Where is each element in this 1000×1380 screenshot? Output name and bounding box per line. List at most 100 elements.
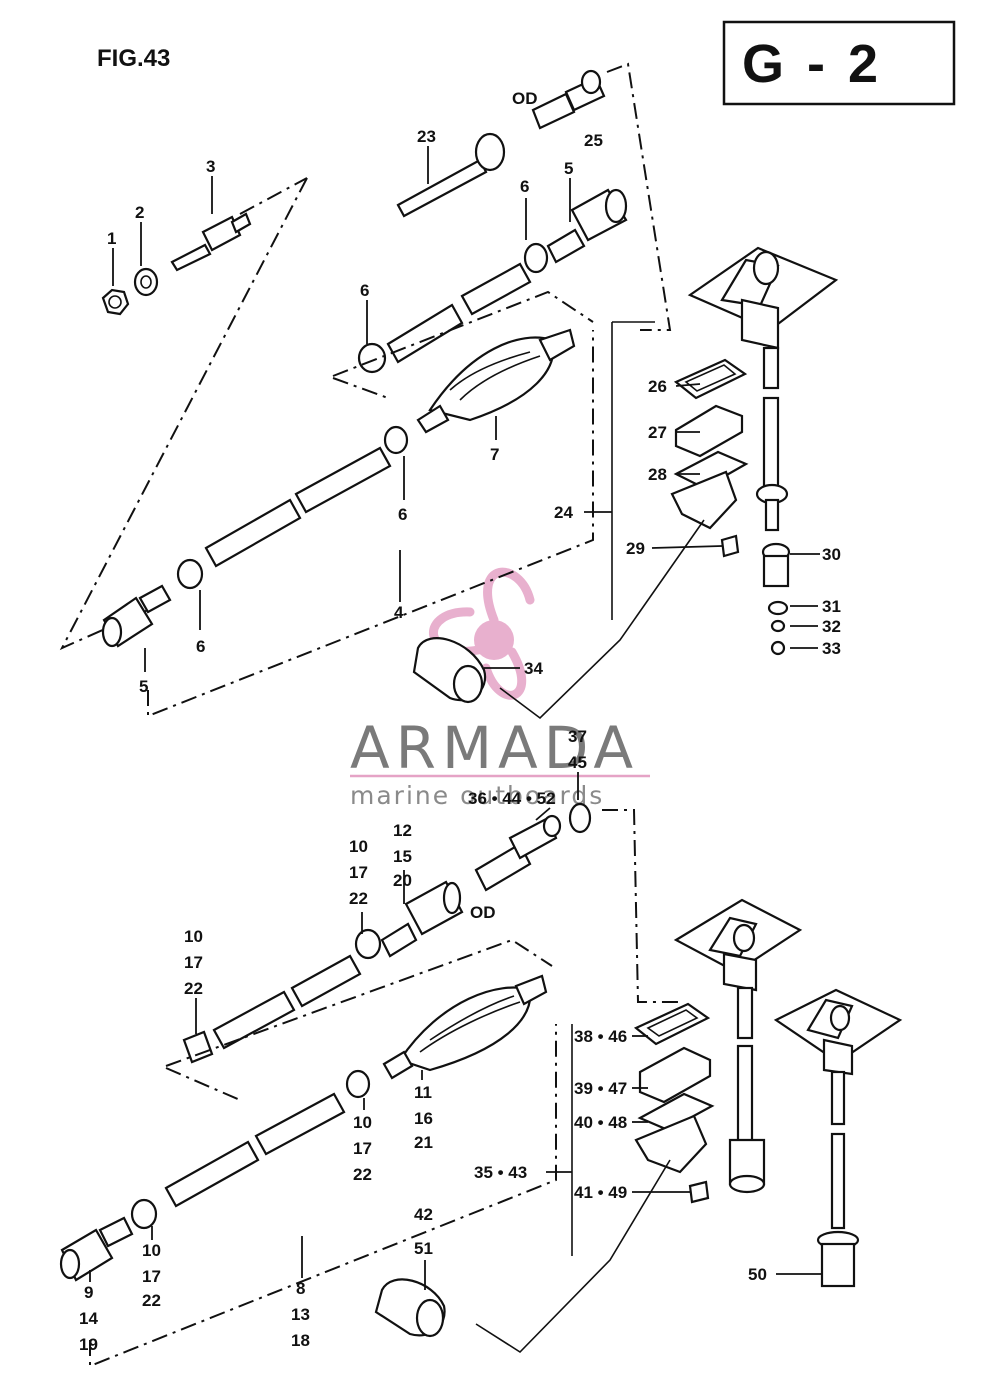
callout-50: 50	[748, 1265, 767, 1284]
part-37-washer	[568, 802, 592, 834]
callout-10-c: 10	[353, 1113, 372, 1132]
bulb-bracket-top	[332, 290, 594, 377]
callout-22-d: 22	[142, 1291, 161, 1310]
callout-17-a: 17	[349, 863, 368, 882]
part-1-nut	[101, 288, 130, 316]
callout-30: 30	[822, 545, 841, 564]
callout-33: 33	[822, 639, 841, 658]
callout-labels: 1 2 3 23 6 5 25 6 7 6 4 6 5 26 27 28 24 …	[79, 127, 841, 1354]
callout-39-47: 39 • 47	[574, 1079, 627, 1098]
part-35-fuel-gauge-assy-lower	[673, 898, 803, 1194]
part-23-pin	[396, 132, 506, 218]
callout-27: 27	[648, 423, 667, 442]
part-32-clip	[770, 619, 786, 633]
bulb-bracket-bottom	[332, 377, 389, 399]
callout-25: 25	[584, 131, 603, 150]
callout-10-d: 10	[142, 1241, 161, 1260]
part-39-cover	[638, 1046, 712, 1104]
callout-26: 26	[648, 377, 667, 396]
watermark-tagline: marine outboards	[350, 781, 604, 810]
callout-37: 37	[568, 727, 587, 746]
part-17-hose-upper	[212, 954, 362, 1050]
float-arm-lower	[475, 1159, 671, 1354]
callout-10-b: 10	[184, 927, 203, 946]
callout-24: 24	[554, 503, 573, 522]
callout-15: 15	[393, 847, 412, 866]
callout-5-top: 5	[564, 159, 573, 178]
part-10-clip-bulb	[345, 1069, 371, 1099]
part-40-plate	[634, 1092, 715, 1174]
section-code-box	[722, 20, 956, 106]
part-5-hose-connector-top	[546, 188, 628, 264]
callout-2: 2	[135, 203, 144, 222]
assembly-bracket-line-top	[239, 177, 308, 215]
callout-12: 12	[393, 821, 412, 840]
callout-17-b: 17	[184, 953, 203, 972]
part-26-gasket	[673, 358, 748, 400]
figure-number: FIG.43	[97, 45, 170, 72]
part-42-float-lower	[374, 1278, 446, 1338]
part-4-bracket-line	[147, 330, 594, 718]
callout-9: 9	[84, 1283, 93, 1302]
bulb-bracket-lower-bottom	[165, 1067, 241, 1101]
callout-6-bulb: 6	[398, 505, 407, 524]
part-28-plate	[670, 450, 749, 530]
part-24-fuel-gauge-assy	[687, 246, 839, 532]
callout-31: 31	[822, 597, 841, 616]
part-11-primer-bulb-lower	[382, 974, 548, 1080]
callout-22-a: 22	[349, 889, 368, 908]
part-50-sender-unit	[773, 988, 903, 1288]
callout-32: 32	[822, 617, 841, 636]
callout-42: 42	[414, 1205, 433, 1224]
part-10-clip-lower-end	[130, 1198, 158, 1230]
part-7-primer-bulb	[416, 328, 576, 434]
callout-22-c: 22	[353, 1165, 372, 1184]
callout-40-48: 40 • 48	[574, 1113, 627, 1132]
callout-16: 16	[414, 1109, 433, 1128]
part-41-screw	[688, 1180, 710, 1204]
callout-45: 45	[568, 753, 587, 772]
callout-19: 19	[79, 1335, 98, 1354]
callout-11: 11	[414, 1083, 432, 1102]
callout-51: 51	[414, 1239, 433, 1258]
callout-35-43: 35 • 43	[474, 1163, 527, 1182]
part-27-cover	[674, 404, 744, 458]
callout-1: 1	[107, 229, 116, 248]
part-31-washer	[767, 600, 789, 616]
part-8-bracket-line	[89, 1024, 557, 1368]
part-13-hose-lower	[164, 1092, 346, 1208]
part-3-connector	[170, 212, 252, 272]
part-2-washer	[133, 267, 159, 297]
callout-7: 7	[490, 445, 499, 464]
callout-8: 8	[296, 1279, 305, 1298]
part-6-clip-left	[357, 342, 387, 374]
part-25-elbow-fitting	[531, 69, 606, 130]
callout-28: 28	[648, 465, 667, 484]
callout-34: 34	[524, 659, 543, 678]
part-10-clip-left	[182, 1030, 214, 1064]
float-arm-upper	[499, 519, 705, 720]
part-6-hose-clip-top	[523, 242, 549, 274]
callout-5-lower: 5	[139, 677, 148, 696]
part-9-hose-connector-lower	[59, 1216, 134, 1282]
callout-13: 13	[291, 1305, 310, 1324]
callout-4: 4	[394, 603, 404, 622]
callout-6-left: 6	[360, 281, 369, 300]
callout-38-46: 38 • 46	[574, 1027, 627, 1046]
callout-21: 21	[414, 1133, 433, 1152]
callout-18: 18	[291, 1331, 310, 1350]
callout-23: 23	[417, 127, 436, 146]
callout-3: 3	[206, 157, 215, 176]
callout-29: 29	[626, 539, 645, 558]
callout-20: 20	[393, 871, 412, 890]
callout-17-d: 17	[142, 1267, 161, 1286]
callout-14: 14	[79, 1309, 98, 1328]
line-25-to-tank	[606, 62, 672, 331]
part-30-spring	[761, 542, 791, 588]
callout-41-49: 41 • 49	[574, 1183, 627, 1202]
callout-36-44-52: 36 • 44 • 52	[468, 789, 556, 808]
part-10-clip-top	[354, 928, 382, 960]
section-code: G - 2	[742, 34, 882, 94]
callout-10-a: 10	[349, 837, 368, 856]
